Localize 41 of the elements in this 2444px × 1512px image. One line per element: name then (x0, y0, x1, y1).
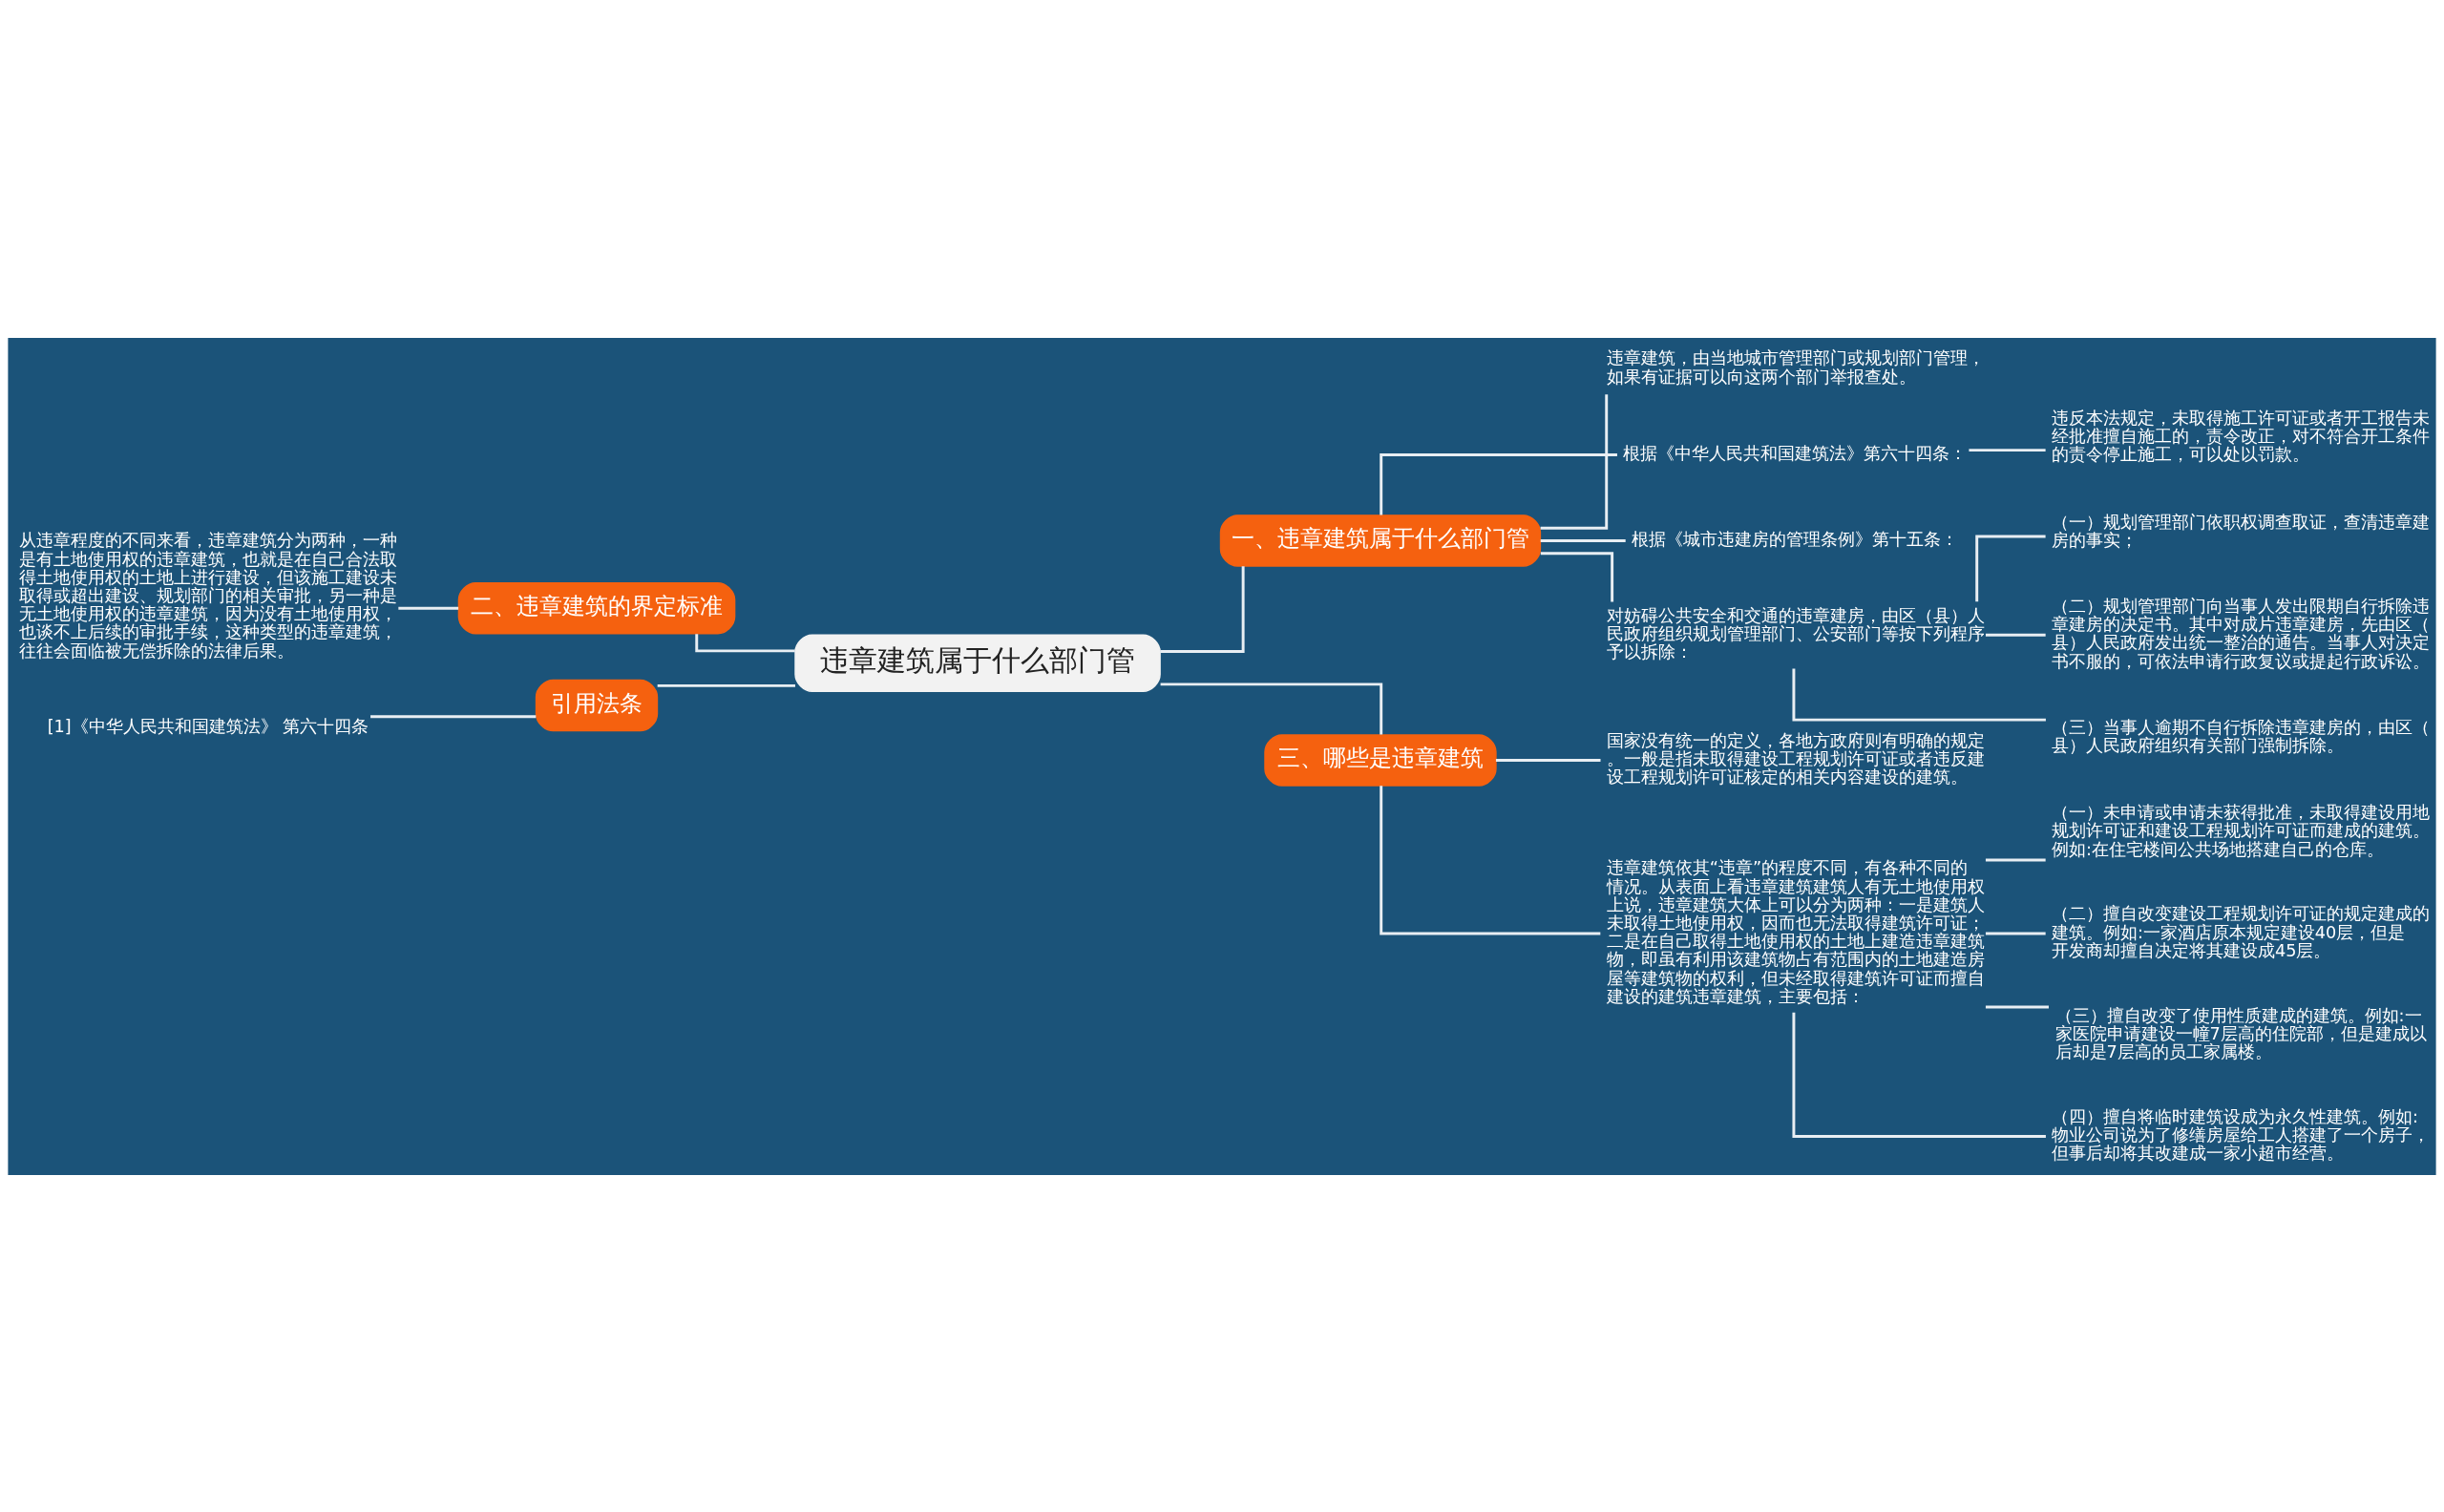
connector (398, 606, 459, 610)
node-text: 违章建筑依其“违章”的程度不同，有各种不同的情况。从表面上看违章建筑建筑人有无土地使用权上说，违章建筑大体上可以分为两种：一是建筑人未取得土地使用权，因而也无法取得建筑许可证；二是在自己取得土地使用权的土地上建造违章建筑物，即虽有利用该建筑物占有范围内的土地建造房屋等建筑物的权利，但未经取得建筑许可证而擅自建设的建筑违章建筑，主要包括： (1606, 857, 1985, 1006)
node-text: （二）擅自改变建设工程规划许可证的规定建成的建筑。例如:一家酒店原本规定建设40层，但是开发商却擅自决定将其建设成45层。 (2051, 903, 2430, 960)
connector (657, 683, 795, 687)
node-box: 违章建筑属于什么部门管 (794, 634, 1161, 692)
connector (1985, 633, 2046, 637)
node-text: （三）当事人逾期不自行拆除违章建房的，由区（县）人民政府组织有关部门强制拆除。 (2051, 717, 2430, 755)
node-text: （二）规划管理部门向当事人发出限期自行拆除违章建房的决定书。其中对成片违章建房，先由区（县）人民政府发出统一整治的通告。当事人对决定书不服的，可依法申请行政复议或提起行政诉讼。 (2051, 596, 2430, 671)
node-text: （三）擅自改变了使用性质建成的建筑。例如:一家医院申请建设一幢7层高的住院部，但是建成以后却是7层高的员工家属楼。 (2054, 1005, 2427, 1061)
connector (1540, 393, 1609, 530)
connector (1540, 551, 1614, 601)
connector (1792, 1012, 2046, 1138)
connector (1985, 857, 2046, 861)
connector (370, 714, 537, 718)
node-text: （一）未申请或申请未获得批准，未取得建设用地规划许可证和建设工程规划许可证而建成的建筑。例如:在住宅楼间公共场地搭建自己的仓库。 (2051, 802, 2430, 859)
node-text: 违章建筑，由当地城市管理部门或规划部门管理，如果有证据可以向这两个部门举报查处。 (1606, 347, 1985, 387)
connector (1985, 932, 2046, 934)
connector (1495, 758, 1601, 762)
node-box: 一、违章建筑属于什么部门管 (1219, 514, 1542, 567)
node-text: 违反本法规定，未取得施工许可证或者开工报告未经批准擅自施工的，责令改正，对不符合开工条件的责令停止施工，可以处以罚款。 (2051, 408, 2430, 464)
node-text: 从违章程度的不同来看，违章建筑分为两种，一种是有土地使用权的违章建筑，也就是在自己合法取得土地使用权的土地上进行建设，但该施工建设未取得或超出建设、规划部门的相关审批，另一种是无土地使用权的违章建筑，因为没有土地使用权，也谈不上后续的审批手续，这种类型的违章建筑，往往会面临被无偿拆除的法律后果。 (19, 530, 398, 661)
node-text: 国家没有统一的定义，各地方政府则有明确的规定。一般是指未取得建设工程规划许可证或者违反建设工程规划许可证核定的相关内容建设的建筑。 (1606, 730, 1985, 787)
node-text: [1]《中华人民共和国建筑法》 第六十四条 (47, 716, 369, 736)
node-box: 二、违章建筑的界定标准 (457, 581, 736, 635)
node-text: 根据《城市违建房的管理条例》第十五条： (1632, 529, 1959, 549)
connector (1969, 448, 2046, 452)
connector (1380, 785, 1601, 934)
connector (695, 633, 795, 652)
connector (1380, 452, 1617, 514)
connector (1975, 535, 2046, 601)
node-box: 三、哪些是违章建筑 (1264, 733, 1497, 787)
node-text: 根据《中华人民共和国建筑法》第六十四条： (1623, 443, 1968, 463)
connector (1540, 538, 1626, 542)
connector (1160, 682, 1383, 735)
node-text: 对妨碍公共安全和交通的违章建房，由区（县）人民政府组织规划管理部门、公安部门等按下列程序予以拆除： (1606, 605, 1985, 662)
node-text: （一）规划管理部门依职权调查取证，查清违章建房的事实； (2051, 512, 2430, 550)
connector (1160, 565, 1245, 653)
connector (1792, 667, 2046, 722)
connector (1985, 1005, 2049, 1009)
node-text: （四）擅自将临时建筑设成为永久性建筑。例如:物业公司说为了修缮房屋给工人搭建了一个房子，但事后却将其改建成一家小超市经营。 (2051, 1106, 2430, 1163)
node-box: 引用法条 (535, 679, 659, 731)
